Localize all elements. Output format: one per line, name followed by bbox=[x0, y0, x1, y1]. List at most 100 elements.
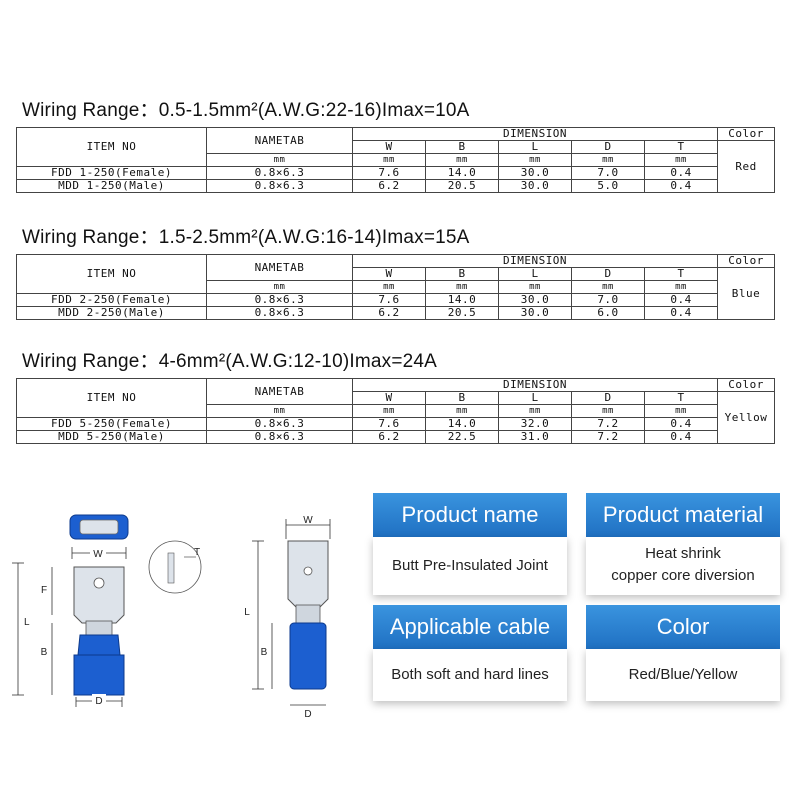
unit-cell: mm bbox=[425, 280, 499, 294]
table-row: FDD 5-250(Female) 0.8×6.3 7.6 14.0 32.0 … bbox=[16, 417, 775, 431]
t-cell: 0.4 bbox=[643, 430, 719, 444]
product-material-line1: Heat shrink bbox=[645, 545, 721, 562]
d-cell: 7.2 bbox=[571, 417, 645, 431]
unit-cell: mm bbox=[425, 153, 499, 167]
header-item-no: ITEM NO bbox=[16, 378, 207, 418]
d-cell: 5.0 bbox=[571, 179, 645, 193]
label-d: D bbox=[95, 696, 102, 707]
header-t: T bbox=[643, 391, 719, 405]
item-cell: MDD 1-250(Male) bbox=[16, 179, 207, 193]
unit-cell: mm bbox=[571, 280, 645, 294]
unit-cell: mm bbox=[571, 404, 645, 418]
female-terminal-side-view bbox=[73, 566, 125, 696]
t-cell: 0.4 bbox=[643, 179, 719, 193]
spec-table-3: ITEM NO NAMETAB DIMENSION Color W B L D … bbox=[16, 378, 776, 444]
nametab-cell: 0.8×6.3 bbox=[206, 306, 353, 320]
header-d: D bbox=[571, 267, 645, 281]
unit-cell: mm bbox=[206, 153, 353, 167]
item-cell: FDD 5-250(Female) bbox=[16, 417, 207, 431]
nametab-cell: 0.8×6.3 bbox=[206, 293, 353, 307]
header-nametab: NAMETAB bbox=[206, 127, 353, 154]
w-cell: 6.2 bbox=[352, 306, 426, 320]
w-cell: 7.6 bbox=[352, 417, 426, 431]
label-b: B bbox=[41, 647, 48, 658]
t-cell: 0.4 bbox=[643, 306, 719, 320]
l-cell: 30.0 bbox=[498, 166, 572, 180]
nametab-cell: 0.8×6.3 bbox=[206, 166, 353, 180]
unit-cell: mm bbox=[206, 280, 353, 294]
w-cell: 7.6 bbox=[352, 293, 426, 307]
b-cell: 14.0 bbox=[425, 293, 499, 307]
header-dimension: DIMENSION bbox=[351, 254, 719, 268]
label-w-male: W bbox=[303, 515, 313, 526]
t-cell: 0.4 bbox=[643, 166, 719, 180]
product-name-heading: Product name bbox=[373, 493, 567, 537]
header-color: Color bbox=[717, 254, 776, 268]
header-t: T bbox=[643, 140, 719, 154]
label-d-male: D bbox=[304, 709, 311, 720]
male-terminal: W L B D bbox=[244, 515, 331, 720]
header-b: B bbox=[425, 391, 499, 405]
unit-cell: mm bbox=[571, 153, 645, 167]
nametab-cell: 0.8×6.3 bbox=[206, 179, 353, 193]
t-cell: 0.4 bbox=[643, 417, 719, 431]
label-l: L bbox=[24, 617, 30, 628]
terminal-diagram: W F B L D T W bbox=[12, 514, 331, 720]
unit-cell: mm bbox=[498, 404, 572, 418]
table-row: FDD 1-250(Female) 0.8×6.3 7.6 14.0 30.0 … bbox=[16, 166, 775, 180]
unit-cell: mm bbox=[352, 404, 426, 418]
label-w: W bbox=[93, 549, 103, 560]
color-value: Yellow bbox=[717, 391, 776, 444]
female-terminal-top-view bbox=[69, 514, 129, 540]
color-heading: Color bbox=[586, 605, 780, 649]
table-row: MDD 1-250(Male) 0.8×6.3 6.2 20.5 30.0 5.… bbox=[16, 179, 775, 193]
product-name-value: Butt Pre-Insulated Joint bbox=[373, 537, 567, 595]
product-material-box: Heat shrink copper core diversion bbox=[586, 537, 780, 595]
w-dimension: W bbox=[71, 547, 127, 560]
w-cell: 7.6 bbox=[352, 166, 426, 180]
b-cell: 14.0 bbox=[425, 417, 499, 431]
l-cell: 30.0 bbox=[498, 179, 572, 193]
label-t: T bbox=[194, 547, 200, 558]
unit-cell: mm bbox=[352, 153, 426, 167]
header-d: D bbox=[571, 140, 645, 154]
header-d: D bbox=[571, 391, 645, 405]
nametab-cell: 0.8×6.3 bbox=[206, 430, 353, 444]
d-cell: 6.0 bbox=[571, 306, 645, 320]
product-material-heading: Product material bbox=[586, 493, 780, 537]
header-b: B bbox=[425, 267, 499, 281]
d-cell: 7.0 bbox=[571, 293, 645, 307]
table-row: MDD 2-250(Male) 0.8×6.3 6.2 20.5 30.0 6.… bbox=[16, 306, 775, 320]
product-material-line2: copper core diversion bbox=[611, 567, 755, 584]
l-dimension-left: L bbox=[12, 562, 30, 696]
spec-table-2: ITEM NO NAMETAB DIMENSION Color W B L D … bbox=[16, 254, 776, 320]
color-panel-value: Red/Blue/Yellow bbox=[586, 649, 780, 701]
unit-cell: mm bbox=[425, 404, 499, 418]
header-t: T bbox=[643, 267, 719, 281]
l-cell: 32.0 bbox=[498, 417, 572, 431]
header-w: W bbox=[352, 391, 426, 405]
b-dimension-left: B bbox=[41, 623, 53, 695]
header-color: Color bbox=[717, 127, 776, 141]
wiring-range-title-1: Wiring Range：0.5-1.5mm²(A.W.G:22-16)Imax… bbox=[22, 100, 470, 121]
header-w: W bbox=[352, 140, 426, 154]
label-l-male: L bbox=[244, 607, 250, 618]
b-cell: 20.5 bbox=[425, 179, 499, 193]
header-l: L bbox=[498, 267, 572, 281]
table-row: MDD 5-250(Male) 0.8×6.3 6.2 22.5 31.0 7.… bbox=[16, 430, 775, 444]
l-cell: 30.0 bbox=[498, 306, 572, 320]
unit-cell: mm bbox=[643, 153, 719, 167]
b-cell: 14.0 bbox=[425, 166, 499, 180]
wiring-range-title-3: Wiring Range：4-6mm²(A.W.G:12-10)Imax=24A bbox=[22, 351, 438, 372]
color-value: Blue bbox=[717, 267, 776, 320]
item-cell: FDD 1-250(Female) bbox=[16, 166, 207, 180]
unit-cell: mm bbox=[643, 280, 719, 294]
label-b-male: B bbox=[261, 647, 268, 658]
l-cell: 30.0 bbox=[498, 293, 572, 307]
header-l: L bbox=[498, 140, 572, 154]
header-dimension: DIMENSION bbox=[351, 127, 719, 141]
item-cell: FDD 2-250(Female) bbox=[16, 293, 207, 307]
header-dimension: DIMENSION bbox=[351, 378, 719, 392]
wiring-range-title-2: Wiring Range：1.5-2.5mm²(A.W.G:16-14)Imax… bbox=[22, 227, 470, 248]
header-nametab: NAMETAB bbox=[206, 378, 353, 405]
